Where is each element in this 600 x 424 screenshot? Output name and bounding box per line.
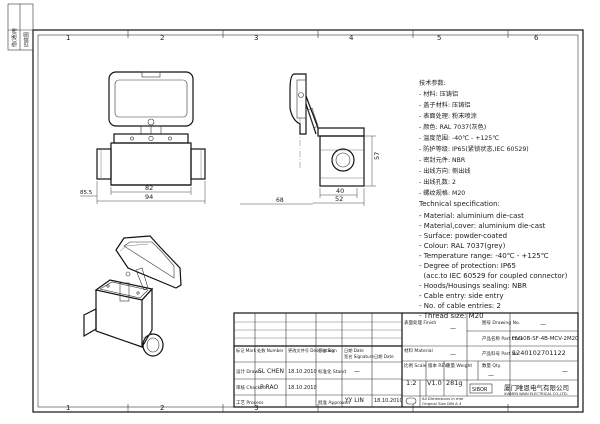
material-label: 材料 Material xyxy=(404,347,433,354)
spec-cn-line: - 出线方向: 侧出线 xyxy=(419,167,471,175)
weight-value: 281g xyxy=(446,379,463,387)
spec-en-line: - Cable entry: side entry xyxy=(419,292,504,300)
spec-en-line: - Material,cover: aluminium die-cast xyxy=(419,222,546,230)
margin-stamp: 借(通)用 旧底图 xyxy=(7,3,34,51)
specs-cn: 技术参数: - 材料: 压铸铝 - 盖子材料: 压铸铝 - 表面处理: 粉末喷涂… xyxy=(419,79,529,197)
zone-number: 6 xyxy=(534,34,539,42)
spec-cn-line: - 防护等级: IP65(紧锁状态,IEC 60529) xyxy=(419,145,529,153)
drawing-no-label: 图号 Drawing No. xyxy=(482,320,520,326)
logo-text: SIBOR xyxy=(472,387,488,393)
dim-label: 82 xyxy=(145,184,153,192)
approved-name: YY LIN xyxy=(344,397,364,404)
part-no-label: 产品料号 Part No. xyxy=(482,350,519,357)
company-name-en: XIAMEN WAIN ELECTRICAL CO.,LTD. xyxy=(504,392,568,396)
spec-en-line: - Degree of protection: IP65 xyxy=(419,262,516,270)
stand-label: 标准化 Stand xyxy=(318,368,346,375)
spec-cn-line: - 表面处理: 粉末喷涂 xyxy=(419,112,477,120)
scale-label: 比例 Scale xyxy=(404,362,427,369)
zone-number: 3 xyxy=(254,34,258,42)
scale-value: 1:2 xyxy=(406,379,416,387)
spec-cn-line: - 温度范围: -40℃ - +125℃ xyxy=(419,134,499,142)
zone-number: 4 xyxy=(349,34,354,42)
rev-label: 版本 REV. xyxy=(428,362,448,369)
col-header-mark: 标记 Mark xyxy=(236,347,257,354)
col-header-date: 日期 Date xyxy=(344,348,364,354)
part-code-value: HV10B-SF-4B-MCV-2M20 xyxy=(512,336,579,342)
spec-cn-line: - 颜色: RAL 7037(灰色) xyxy=(419,123,486,131)
spec-en-line: Technical specification: xyxy=(418,200,500,208)
role-label: 审核 Checked xyxy=(236,384,266,391)
spec-cn-line: 技术参数: xyxy=(419,79,446,87)
dim-label: 85.5 xyxy=(80,190,93,196)
drawing-no-value: — xyxy=(540,321,546,328)
stamp-label-old: 旧底图 xyxy=(23,32,30,47)
isometric-view xyxy=(83,235,182,357)
dim-label: 40 xyxy=(336,187,344,195)
qty-label: 数量 Qty. xyxy=(482,362,501,369)
col-header-sign: 签名 Sign xyxy=(318,347,337,354)
weight-label: 重量 Weight xyxy=(446,362,472,369)
spec-en-line: (acc.to IEC 60529 for coupled connector) xyxy=(419,272,568,280)
spec-en-line: - Temperature range: -40℃ - +125℃ xyxy=(419,252,549,260)
spec-cn-line: - 出线孔数: 2 xyxy=(419,178,456,186)
col-header-number: 处数 Number xyxy=(257,347,284,354)
side-view xyxy=(289,73,365,187)
role-label: 设计 Drawn xyxy=(236,368,261,375)
role-name: SL CHEN xyxy=(258,368,284,375)
dim-label: 57 xyxy=(373,152,381,160)
role-date: 18.10.2010 xyxy=(288,385,317,391)
spec-en-line: - Material: aluminium die-cast xyxy=(419,212,524,220)
spec-cn-line: - 盖子材料: 压铸铝 xyxy=(419,101,471,109)
dim-label: 52 xyxy=(335,195,343,203)
part-qty-value: — xyxy=(562,368,568,375)
part-code-label: 产品名称 Part Code xyxy=(482,335,523,342)
spec-en-line: - Colour: RAL 7037(grey) xyxy=(419,242,506,250)
dims-note: All Dimensions in mm xyxy=(422,396,464,401)
qty-value: — xyxy=(488,372,494,379)
zone-number: 2 xyxy=(160,404,164,412)
material-value: — xyxy=(450,351,456,358)
outer-frame xyxy=(32,29,584,413)
spec-en-line: - Surface: powder-coated xyxy=(419,232,507,240)
zone-number: 3 xyxy=(254,404,258,412)
col-header-description: 更改文件号 Description xyxy=(288,347,334,354)
part-no-value: 1240102701122 xyxy=(512,349,566,357)
company-logo xyxy=(469,383,493,394)
role-label: 工艺 Process xyxy=(236,400,264,406)
dim-label: 68 xyxy=(276,197,284,204)
col-header-date2: 日期 Date xyxy=(374,354,394,360)
zone-number: 2 xyxy=(160,34,164,42)
col-header-signature: 签名 Signature xyxy=(344,353,374,360)
stand-value: — xyxy=(354,368,360,375)
dim-label: 94 xyxy=(145,193,153,201)
spec-cn-line: - 螺纹规格: M20 xyxy=(419,189,465,197)
size-note: Original Size DIN A 4 xyxy=(422,401,462,406)
spec-cn-line: - 材料: 压铸铝 xyxy=(419,90,458,98)
specs-en: Technical specification: - Material: alu… xyxy=(418,200,568,320)
approved-label: 批准 Approved xyxy=(318,399,350,406)
zone-number: 1 xyxy=(66,404,70,412)
role-name: P RAO xyxy=(260,384,278,391)
spec-cn-line: - 密封元件: NBR xyxy=(419,156,466,164)
projection-symbol-icon xyxy=(405,397,417,405)
zone-number: 5 xyxy=(437,34,441,42)
spec-en-line: - Thread size: M20 xyxy=(419,312,484,320)
company-name-cn: 厦门唯恩电气有限公司 xyxy=(504,383,569,392)
front-view xyxy=(96,71,206,186)
finish-value: — xyxy=(450,325,456,332)
rev-value: V1.0 xyxy=(427,379,442,387)
zone-number: 1 xyxy=(66,34,70,42)
title-block: 标记 Mark 处数 Number 更改文件号 Description 签名 S… xyxy=(233,312,579,408)
spec-en-line: - No. of cable entries: 2 xyxy=(419,302,501,310)
front-view-dimensions: 82 94 85.5 xyxy=(80,181,206,204)
zone-ruler: 1 2 3 4 5 6 1 2 3 xyxy=(66,30,539,412)
approved-date: 18.10.2010 xyxy=(374,398,403,404)
side-view-dimensions: 57 40 52 68 xyxy=(240,135,381,206)
finish-label: 表面处理 Finish xyxy=(404,319,436,326)
spec-en-line: - Hoods/Housings sealing: NBR xyxy=(419,282,527,290)
stamp-label-borrow: 借(通)用 xyxy=(11,28,18,47)
role-date: 18.10.2010 xyxy=(288,369,317,375)
